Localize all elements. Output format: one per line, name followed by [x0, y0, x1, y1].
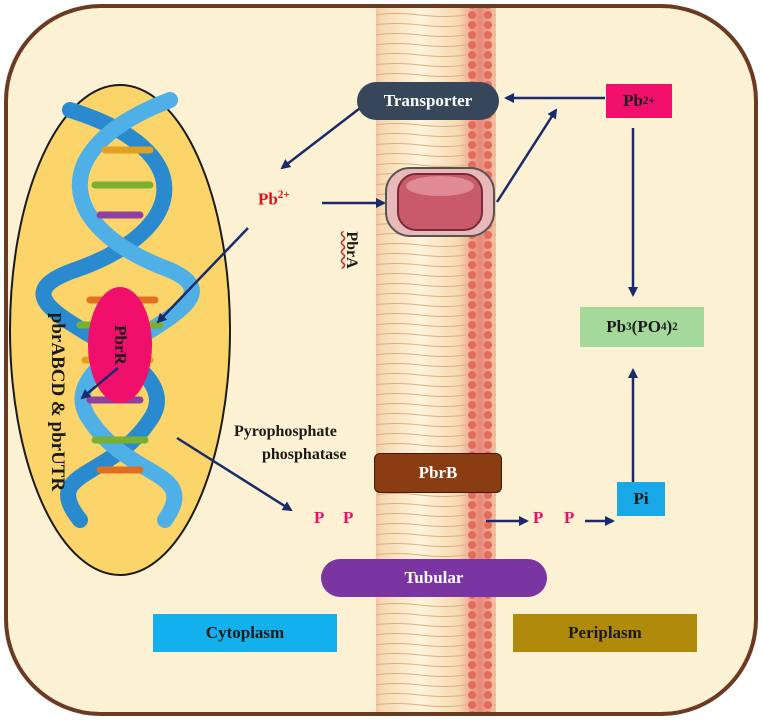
pyrophosphatase-label-line2: phosphatase	[262, 446, 347, 463]
phosphate-p2: P	[343, 508, 354, 527]
pbra-channel-icon	[385, 167, 495, 237]
product-sub2: 2	[672, 321, 678, 333]
product-pb: Pb	[606, 317, 627, 336]
operon-label: pbrABCD & pbrUTR	[47, 312, 68, 492]
pb-left-text: Pb	[258, 189, 278, 209]
pb-right-charge: 2+	[643, 95, 655, 107]
arrows	[80, 93, 638, 526]
pbra-label: PbrA	[343, 231, 360, 269]
transporter-label: Transporter	[357, 82, 499, 120]
product-sub3: 3	[626, 321, 632, 333]
pbrr-label: PbrR	[111, 325, 130, 365]
pyrophosphatase-label-line1: Pyrophosphate	[234, 423, 337, 440]
pb-right-text: Pb	[623, 91, 643, 110]
pb-ion-cytoplasm: Pb2+	[258, 189, 290, 210]
phosphate-p1: P	[314, 508, 325, 527]
product-sub4: 4	[660, 321, 667, 333]
phosphate-p4: P	[564, 508, 575, 527]
pb-left-charge: 2+	[277, 189, 290, 201]
pi-box: Pi	[617, 482, 665, 516]
pbrr-protein	[88, 287, 152, 403]
periplasm-label: Periplasm	[513, 614, 697, 652]
product-po: (PO	[631, 317, 661, 336]
tubular-protein: Tubular	[321, 559, 547, 597]
pbrb-protein: PbrB	[374, 453, 502, 493]
phosphate-p3: P	[533, 508, 544, 527]
product-close: )	[666, 317, 673, 336]
cytoplasm-label: Cytoplasm	[153, 614, 337, 652]
